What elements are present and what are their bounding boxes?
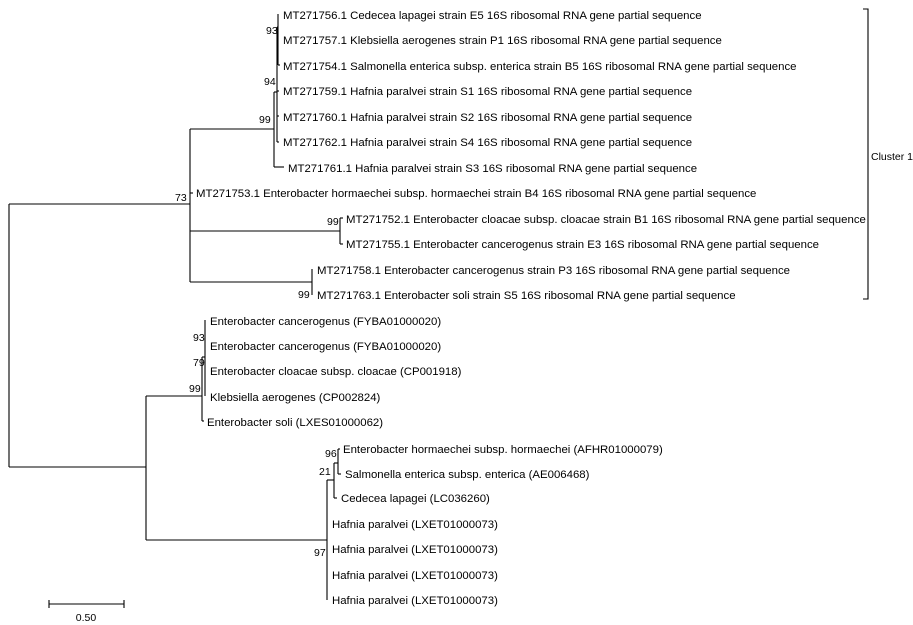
taxon-label: Enterobacter cancerogenus (FYBA01000020) — [210, 341, 441, 353]
bootstrap-value: 73 — [175, 192, 187, 204]
taxon-label: MT271763.1 Enterobacter soli strain S5 1… — [317, 290, 736, 302]
taxon-label: Hafnia paralvei (LXET01000073) — [332, 595, 498, 607]
bootstrap-value: 99 — [259, 114, 271, 126]
taxon-label: Enterobacter soli (LXES01000062) — [207, 417, 383, 429]
scale-bar: 0.50 — [48, 600, 125, 624]
taxon-label: Cedecea lapagei (LC036260) — [341, 493, 490, 505]
taxon-label: Hafnia paralvei (LXET01000073) — [332, 544, 498, 556]
bootstrap-value: 93 — [266, 25, 278, 37]
bootstrap-value: 97 — [314, 547, 326, 559]
taxon-label: Enterobacter cloacae subsp. cloacae (CP0… — [210, 366, 462, 378]
bootstrap-value: 21 — [319, 466, 331, 478]
taxon-label: Hafnia paralvei (LXET01000073) — [332, 570, 498, 582]
taxon-label: MT271759.1 Hafnia paralvei strain S1 16S… — [283, 86, 692, 98]
taxon-label: MT271752.1 Enterobacter cloacae subsp. c… — [346, 214, 866, 226]
bootstrap-value: 94 — [264, 76, 276, 88]
cluster-label: Cluster 1 — [871, 151, 913, 163]
bootstrap-values: 93 94 99 73 99 99 93 79 99 96 21 97 — [175, 25, 339, 559]
taxon-label: MT271755.1 Enterobacter cancerogenus str… — [346, 239, 819, 251]
bootstrap-value: 99 — [189, 383, 201, 395]
scale-bar-label: 0.50 — [76, 612, 97, 624]
cluster-bracket: Cluster 1 — [863, 8, 913, 300]
bootstrap-value: 93 — [193, 332, 205, 344]
bootstrap-value: 99 — [327, 216, 339, 228]
taxon-label: MT271758.1 Enterobacter cancerogenus str… — [317, 265, 790, 277]
taxon-label: Klebsiella aerogenes (CP002824) — [210, 392, 381, 404]
taxon-label: MT271760.1 Hafnia paralvei strain S2 16S… — [283, 112, 692, 124]
taxon-label: Hafnia paralvei (LXET01000073) — [332, 519, 498, 531]
taxon-label: MT271762.1 Hafnia paralvei strain S4 16S… — [283, 137, 692, 149]
tree-branches — [8, 14, 343, 600]
taxon-labels: MT271756.1 Cedecea lapagei strain E5 16S… — [196, 10, 866, 607]
taxon-label: Salmonella enterica subsp. enterica (AE0… — [345, 469, 590, 481]
taxon-label: MT271757.1 Klebsiella aerogenes strain P… — [283, 35, 722, 47]
taxon-label: MT271761.1 Hafnia paralvei strain S3 16S… — [288, 163, 697, 175]
taxon-label: MT271753.1 Enterobacter hormaechei subsp… — [196, 188, 756, 200]
bootstrap-value: 79 — [193, 357, 205, 369]
bootstrap-value: 96 — [325, 448, 337, 460]
bootstrap-value: 99 — [298, 289, 310, 301]
taxon-label: MT271754.1 Salmonella enterica subsp. en… — [283, 61, 797, 73]
cluster-bracket-line — [863, 8, 869, 300]
taxon-label: Enterobacter hormaechei subsp. hormaeche… — [343, 444, 663, 456]
taxon-label: Enterobacter cancerogenus (FYBA01000020) — [210, 316, 441, 328]
taxon-label: MT271756.1 Cedecea lapagei strain E5 16S… — [283, 10, 702, 22]
